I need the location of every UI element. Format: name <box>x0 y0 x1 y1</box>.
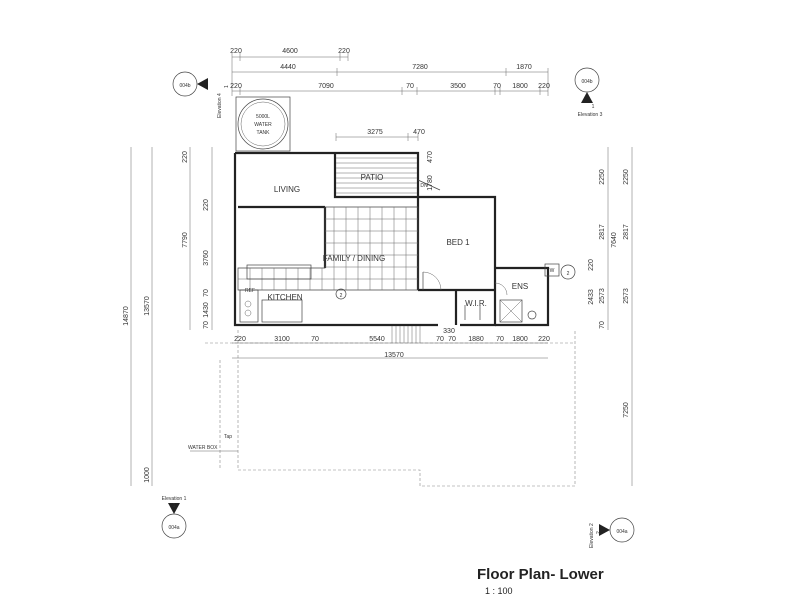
elevation-marker-1: 004a Elevation 1 1 <box>162 496 187 539</box>
elevation-tag-004a-right: 004a <box>616 529 627 535</box>
window-door-tags: W 2 2 <box>335 263 576 300</box>
elevation-3-label: Elevation 3 <box>578 112 603 118</box>
tank-label-tank: TANK <box>257 130 271 136</box>
dim-top2-a: 4440 <box>280 64 296 71</box>
dim-top3-a: 220 <box>230 83 242 90</box>
dim-top4-a: 3275 <box>367 129 383 136</box>
dim-left-a: 220 <box>182 151 189 163</box>
dim-left-e: 70 <box>203 289 210 297</box>
elevation-marker-2: 004a Elevation 2 2 <box>589 517 635 548</box>
dim-mid-c: 70 <box>311 336 319 343</box>
dim-left-g: 70 <box>203 321 210 329</box>
dim-top3-g: 220 <box>538 83 550 90</box>
dim-top3-e: 70 <box>493 83 501 90</box>
room-living: LIVING <box>274 185 300 194</box>
patio-decking <box>336 157 441 194</box>
tank-label-capacity: 5000L <box>256 114 270 120</box>
dim-left-i: 13570 <box>144 296 151 316</box>
dim-mid-j: 220 <box>538 336 550 343</box>
room-family-dining: FAMILY / DINING <box>323 254 385 263</box>
kitchen: REF <box>239 264 312 323</box>
dim-right-c: 2817 <box>599 224 606 240</box>
top-dimension-strings: 220 4600 220 4440 7280 1870 220 7090 70 … <box>230 48 550 141</box>
tank-label-water: WATER <box>254 122 272 128</box>
elevation-tag-004b-right: 004b <box>581 79 592 85</box>
dim-top3-c: 70 <box>406 83 414 90</box>
dim-mid-d: 5540 <box>369 336 385 343</box>
dim-mid-h: 70 <box>496 336 504 343</box>
dim-top1-b: 4600 <box>282 48 298 55</box>
family-dining-tiles <box>237 206 419 291</box>
dim-patio-b: 470 <box>427 151 434 163</box>
elevation-2-number: 2 <box>596 531 602 534</box>
elevation-4-label: Elevation 4 <box>217 93 223 118</box>
stair-down-label: DN <box>420 183 428 189</box>
water-tank: 5000L WATER TANK <box>235 96 291 152</box>
drawing-title: Floor Plan- Lower <box>477 566 604 583</box>
dim-mid-g: 1880 <box>468 336 484 343</box>
dim-top3-b: 7090 <box>318 83 334 90</box>
room-patio: PATIO <box>361 173 384 182</box>
elevation-tag-004a-left: 004a <box>168 525 179 531</box>
dim-right-b: 2250 <box>623 169 630 185</box>
door-tag: 2 <box>340 293 343 299</box>
water-box-label: WATER BOX <box>188 445 218 451</box>
dim-right-f: 220 <box>588 259 595 271</box>
dim-top1-a: 220 <box>230 48 242 55</box>
dim-overall: 13570 <box>384 352 404 359</box>
room-kitchen: KITCHEN <box>267 293 302 302</box>
window-tag-number: 2 <box>567 271 570 277</box>
dim-right-g: 2433 <box>588 289 595 305</box>
drawing-scale: 1 : 100 <box>485 586 513 596</box>
dim-patio-a: 1780 <box>427 175 434 191</box>
dim-mid-i: 1800 <box>512 336 528 343</box>
dim-right-e: 2817 <box>623 224 630 240</box>
elevation-marker-3: 004b 1 Elevation 3 <box>574 67 603 118</box>
garage-outline: Tap WATER BOX <box>188 330 576 487</box>
dim-right-k: 7250 <box>623 402 630 418</box>
dim-mid-e: 70 <box>436 336 444 343</box>
dim-mid-small: 330 <box>443 328 455 335</box>
room-wir: W.I.R. <box>465 299 487 308</box>
elevation-2-label: Elevation 2 <box>589 523 595 548</box>
elevation-marker-4: 004b Elevation 4 1 <box>172 71 230 118</box>
elevation-1-label: Elevation 1 <box>162 496 187 502</box>
room-ensuite: ENS <box>512 282 528 291</box>
bedroom-details <box>422 271 537 323</box>
elevation-tag-004b-left: 004b <box>179 83 190 89</box>
elevation-4-number: 1 <box>224 85 230 88</box>
dim-top1-c: 220 <box>338 48 350 55</box>
dim-left-b: 7790 <box>182 232 189 248</box>
dim-right-d: 7640 <box>611 232 618 248</box>
dim-mid-f: 70 <box>448 336 456 343</box>
window-tag-w: W <box>550 268 555 274</box>
elevation-3-number: 1 <box>592 104 595 110</box>
dim-left-f: 1430 <box>203 302 210 318</box>
tap-label: Tap <box>224 434 232 440</box>
dim-mid-a: 220 <box>234 336 246 343</box>
dim-right-i: 2573 <box>623 288 630 304</box>
room-bed-1: BED 1 <box>446 238 470 247</box>
dim-top3-f: 1800 <box>512 83 528 90</box>
dim-top3-d: 3500 <box>450 83 466 90</box>
middle-dimension-string: 220 3100 70 5540 70 70 1880 70 1800 220 … <box>232 328 550 359</box>
dim-left-d: 220 <box>203 199 210 211</box>
left-dimension-strings: 220 7790 3760 220 70 1430 70 14870 13570… <box>123 147 213 486</box>
kitchen-ref-label: REF <box>245 288 255 294</box>
room-labels: LIVING PATIO DN FAMILY / DINING KITCHEN … <box>267 173 528 308</box>
dim-right-a: 2250 <box>599 169 606 185</box>
dim-left-c: 3760 <box>203 250 210 266</box>
dim-top4-b: 470 <box>413 129 425 136</box>
dim-right-j: 70 <box>599 321 606 329</box>
dim-top2-c: 1870 <box>516 64 532 71</box>
right-dimension-strings: 2250 2250 2817 7640 2817 220 2433 2573 2… <box>427 147 633 486</box>
dim-right-h: 2573 <box>599 288 606 304</box>
dim-mid-b: 3100 <box>274 336 290 343</box>
dim-left-h: 14870 <box>123 306 130 326</box>
dim-top2-b: 7280 <box>412 64 428 71</box>
dim-left-j: 1000 <box>144 467 151 483</box>
stairs <box>391 326 421 343</box>
elevation-1-number: 1 <box>173 503 176 509</box>
